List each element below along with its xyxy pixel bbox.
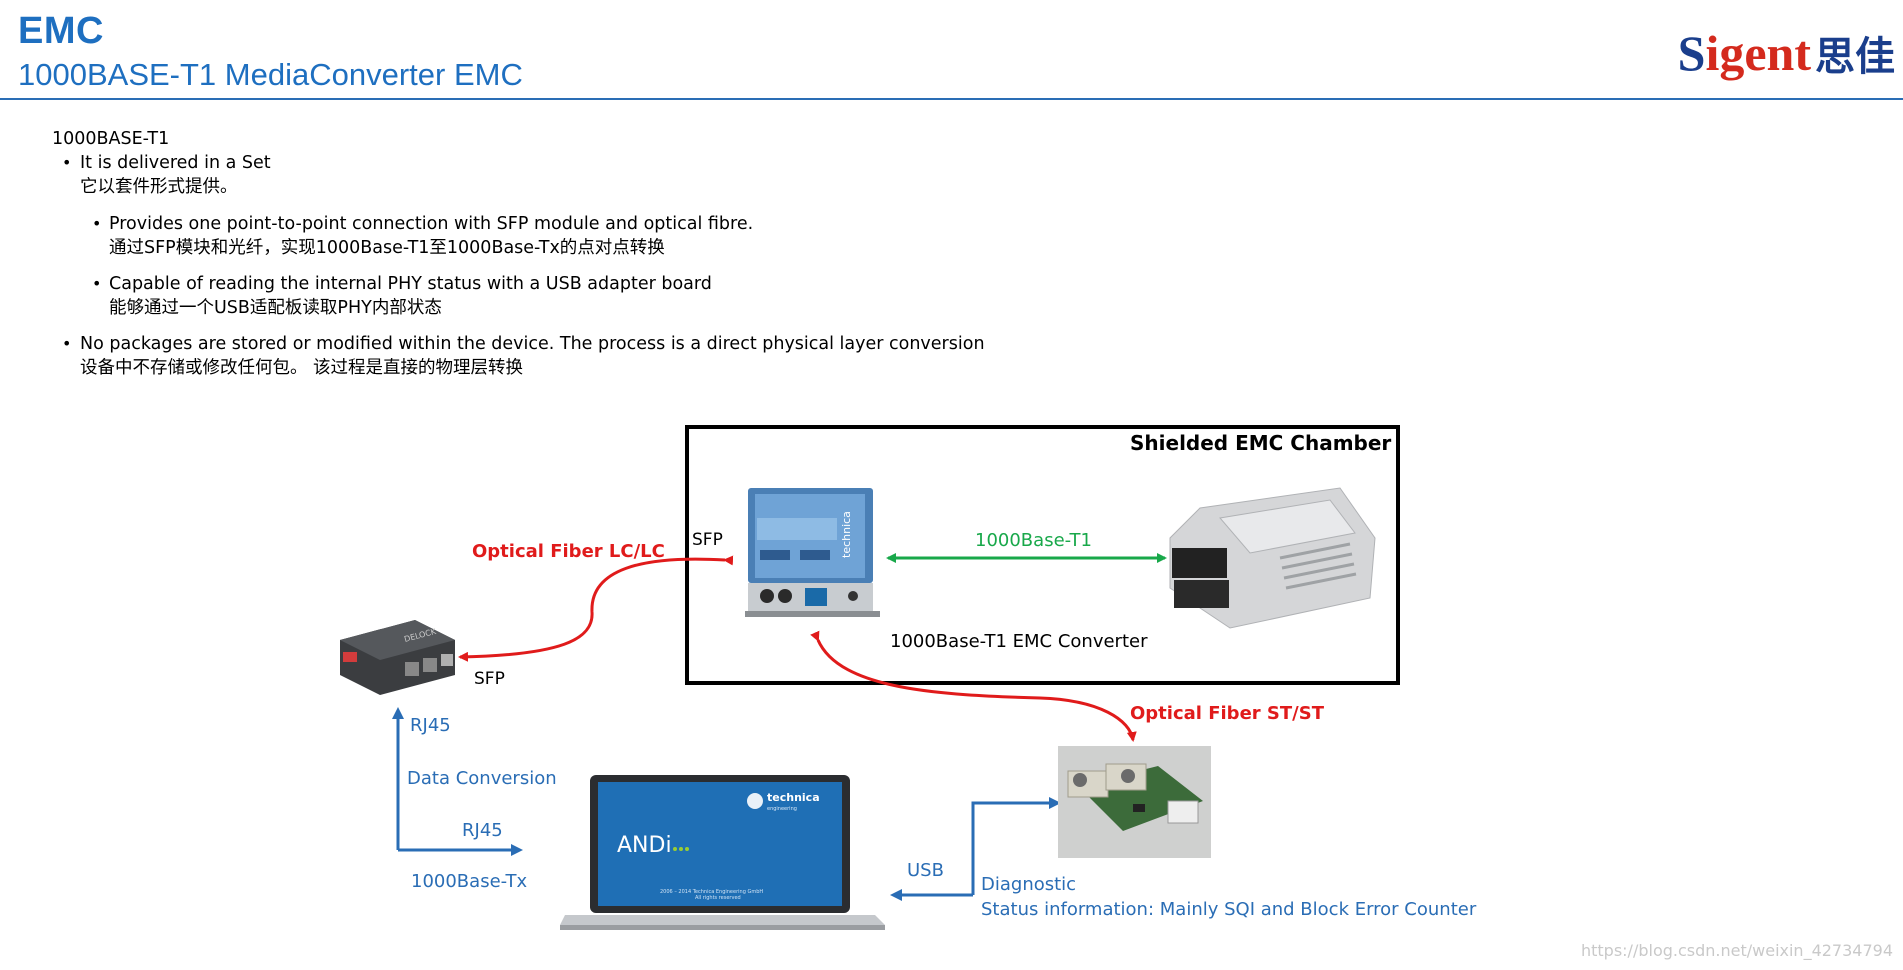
laptop-brand-sub: engineering	[767, 806, 797, 812]
watermark: https://blog.csdn.net/weixin_42734794	[1580, 941, 1893, 960]
laptop-app-name: ANDi	[617, 833, 672, 858]
usb-adapter-board	[1058, 746, 1211, 858]
chamber-label: Shielded EMC Chamber	[1130, 431, 1392, 455]
fiber-lc-label: Optical Fiber LC/LC	[472, 541, 665, 562]
fiber-lc-arrow	[458, 555, 734, 662]
data-conversion-label: Data Conversion	[407, 768, 557, 789]
sub-bullet-2-cn: 能够通过一个USB适配板读取PHY内部状态	[109, 298, 442, 318]
sfp-left-label: SFP	[474, 669, 505, 689]
status-info-label: Status information: Mainly SQI and Block…	[981, 899, 1477, 920]
rj45-top-label: RJ45	[410, 715, 451, 736]
bullet-dot: •	[62, 153, 72, 172]
sub-bullet-1-en: Provides one point-to-point connection w…	[109, 214, 754, 234]
laptop-footer: 2006 – 2014 Technica Engineering GmbH	[660, 889, 763, 895]
sub-bullet-2-en: Capable of reading the internal PHY stat…	[109, 274, 712, 294]
section-heading: 1000BASE-T1	[52, 129, 170, 149]
laptop-brand: technica	[767, 791, 820, 804]
bullet-dot: •	[92, 274, 102, 293]
page-title: EMC	[18, 10, 104, 52]
bullet-1-cn: 它以套件形式提供。	[80, 177, 238, 197]
rj45-bottom-label: RJ45	[462, 820, 503, 841]
usb-arrow-right	[971, 797, 1061, 895]
ecu-device	[1169, 487, 1376, 629]
bullet-dot: •	[92, 214, 102, 233]
header-divider	[0, 98, 1903, 100]
emc-converter-device: technica	[745, 488, 880, 617]
converter-brand-text: technica	[840, 511, 853, 558]
diagnostic-label: Diagnostic	[981, 874, 1077, 895]
tx-label: 1000Base-Tx	[411, 871, 528, 892]
fiber-st-label: Optical Fiber ST/ST	[1130, 703, 1324, 724]
laptop-andi: technica engineering ANDi 2006 – 2014 Te…	[560, 775, 885, 930]
converter-label: 1000Base-T1 EMC Converter	[890, 631, 1148, 652]
bullet-1-en: It is delivered in a Set	[80, 153, 271, 173]
bullet-2-en: No packages are stored or modified withi…	[80, 334, 985, 354]
sub-bullet-1-cn: 通过SFP模块和光纤，实现1000Base-T1至1000Base-Tx的点对点…	[109, 238, 665, 258]
bullet-2-cn: 设备中不存储或修改任何包。 该过程是直接的物理层转换	[80, 358, 524, 378]
sfp-media-converter: DELOCK	[340, 620, 455, 695]
laptop-footer-2: All rights reserved	[695, 895, 741, 901]
sfp-top-label: SFP	[692, 530, 723, 550]
page-subtitle: 1000BASE-T1 MediaConverter EMC	[18, 57, 523, 92]
bullet-dot: •	[62, 334, 72, 353]
fiber-st-arrow	[810, 630, 1137, 742]
usb-label: USB	[907, 860, 944, 881]
t1-link-label: 1000Base-T1	[975, 530, 1092, 551]
